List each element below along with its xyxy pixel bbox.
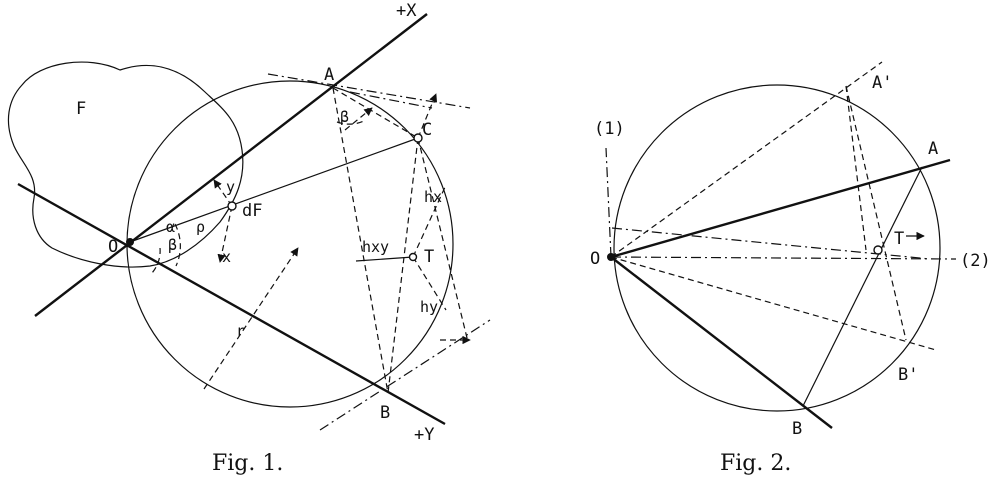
point-df (227, 201, 237, 211)
label-hxy: hxy (362, 238, 389, 256)
label-rho: ρ (196, 218, 205, 236)
line-o-a-prime (610, 61, 883, 258)
label-plus-y: +Y (414, 425, 434, 445)
r-dimension-arrow (203, 247, 299, 390)
arrow-y-df (213, 179, 233, 207)
label-plus-x: +X (396, 1, 417, 21)
fig2-point-o (607, 253, 615, 261)
fig2-caption: Fig. 2. (720, 451, 791, 476)
axis-2-line (610, 256, 957, 260)
fig2-label-a-prime: A' (872, 73, 892, 93)
angle-arc-beta-a (336, 119, 367, 125)
label-alpha: α (166, 218, 175, 236)
hx-line (412, 184, 447, 258)
fig2: (1) (2) O A A' B B' T Fig. 2. (590, 61, 991, 476)
label-y: y (226, 178, 235, 196)
label-beta: β (168, 236, 177, 254)
chord-a-b-fig2 (802, 166, 923, 407)
point-o (126, 238, 134, 246)
label-df: dF (242, 201, 262, 221)
angle-arc-alpha (174, 223, 181, 267)
line-dashed-chord (845, 85, 867, 251)
point-c (413, 133, 423, 143)
hxy-line (355, 256, 414, 262)
label-o: O (108, 237, 118, 257)
point-t (408, 252, 418, 262)
line-a-c (332, 87, 419, 139)
chord-a-b (332, 87, 389, 394)
fig2-label-a: A (928, 139, 938, 159)
arrow-at-c (417, 93, 438, 139)
label-r: r (236, 322, 245, 340)
line-a-prime-b-prime (845, 85, 907, 341)
fig1-caption: Fig. 1. (212, 451, 283, 476)
line-c-to-b (387, 137, 419, 394)
line-o-b (610, 256, 833, 429)
label-t: T (424, 247, 434, 267)
fig2-label-t: T (894, 229, 904, 249)
region-f-outline (7, 61, 244, 268)
arrow-beta-a (344, 107, 373, 131)
fig2-label-b-prime: B' (898, 365, 918, 385)
dashdot-upper-right (349, 91, 433, 109)
label-axis-1: (1) (594, 119, 625, 139)
label-axis-2: (2) (960, 251, 991, 271)
axis-1-line (605, 147, 612, 258)
label-beta-a: β (340, 108, 349, 126)
label-hx: hx (424, 188, 442, 206)
line-o-b-prime (610, 256, 937, 351)
tangent-at-b (319, 319, 491, 431)
fig2-point-t (873, 245, 883, 255)
angle-arc-beta (151, 247, 161, 274)
label-a: A (324, 65, 334, 85)
x-axis-line (34, 13, 428, 317)
fig2-label-b: B (792, 419, 802, 439)
label-x: x (222, 248, 231, 266)
fig2-label-o: O (590, 249, 600, 269)
line-c-lower (417, 137, 469, 343)
fig1: +X +Y A B C O F dF T x y r ρ α β β hx hy… (7, 1, 491, 476)
fig2-circle (613, 84, 941, 412)
radius-line-o-c (129, 137, 419, 243)
hy-line (412, 256, 447, 311)
label-c: C (422, 120, 432, 140)
label-b: B (380, 403, 390, 423)
label-f: F (76, 99, 86, 119)
line-o-a (610, 158, 951, 259)
y-axis-line (17, 182, 446, 426)
tangent-at-a (267, 73, 471, 109)
label-hy: hy (420, 298, 438, 316)
